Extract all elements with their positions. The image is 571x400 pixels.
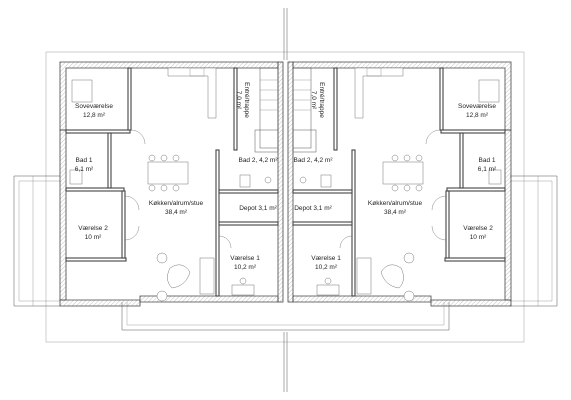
lounge-right [356, 252, 415, 302]
terrace-bottom [121, 302, 450, 331]
label-sovevaerelse-left: Soveværelse [75, 103, 113, 110]
label-depot-right: Depot 3,1 m² [294, 205, 332, 212]
bath-fixtures-right [299, 169, 502, 188]
area-kokken-left: 38,4 m² [165, 209, 188, 216]
label-vaerelse1-right: Værelse 1 [311, 255, 341, 262]
label-bad2-right: Bad 2, 4,2 m² [293, 157, 333, 164]
exterior-walls [59, 61, 512, 307]
interior-walls-left [65, 67, 279, 297]
area-entre-right: 7,0 m² [310, 91, 317, 110]
area-vaerelse2-right: 10 m² [470, 234, 487, 241]
interior-walls-right [292, 67, 506, 297]
staircase [254, 67, 317, 153]
label-bad2-left: Bad 2, 4,2 m² [238, 157, 278, 164]
label-depot-left: Depot 3,1 m² [239, 205, 277, 212]
area-entre-left: 7,0 m² [235, 91, 242, 110]
area-sovevaerelse-left: 12,8 m² [83, 112, 106, 119]
lounge-left [156, 252, 215, 302]
label-entre-right: Entré/trappe [318, 82, 325, 118]
dining-table-right [382, 154, 424, 192]
label-bad1-right: Bad 1 [479, 157, 496, 164]
desk-vaerelse1-right [316, 277, 340, 296]
area-bad1-left: 6,1 m² [75, 166, 94, 173]
label-vaerelse2-right: Værelse 2 [463, 225, 493, 232]
area-vaerelse2-left: 10 m² [85, 234, 102, 241]
doors [124, 129, 447, 249]
area-vaerelse1-right: 10,2 m² [315, 264, 338, 271]
bath-fixtures-left [69, 169, 272, 188]
terrace-right [510, 175, 558, 307]
dining-table-left [147, 154, 189, 192]
label-kokken-right: Køkken/alrum/stue [368, 200, 423, 207]
label-vaerelse2-left: Værelse 2 [78, 225, 108, 232]
kitchen-counter-right [354, 67, 404, 119]
desk-vaerelse1-left [231, 277, 255, 296]
area-sovevaerelse-right: 12,8 m² [466, 112, 489, 119]
area-bad1-right: 6,1 m² [478, 166, 497, 173]
area-kokken-right: 38,4 m² [384, 209, 407, 216]
site-outline [45, 8, 525, 392]
bed-left [71, 79, 93, 103]
label-kokken-left: Køkken/alrum/stue [149, 200, 204, 207]
area-vaerelse1-left: 10,2 m² [234, 264, 257, 271]
terrace-left [13, 175, 60, 307]
label-sovevaerelse-right: Soveværelse [458, 103, 496, 110]
label-entre-left: Entré/trappe [243, 82, 250, 118]
label-bad1-left: Bad 1 [76, 157, 93, 164]
bed-right [478, 79, 500, 103]
label-vaerelse1-left: Værelse 1 [230, 255, 260, 262]
kitchen-counter-left [167, 67, 217, 119]
